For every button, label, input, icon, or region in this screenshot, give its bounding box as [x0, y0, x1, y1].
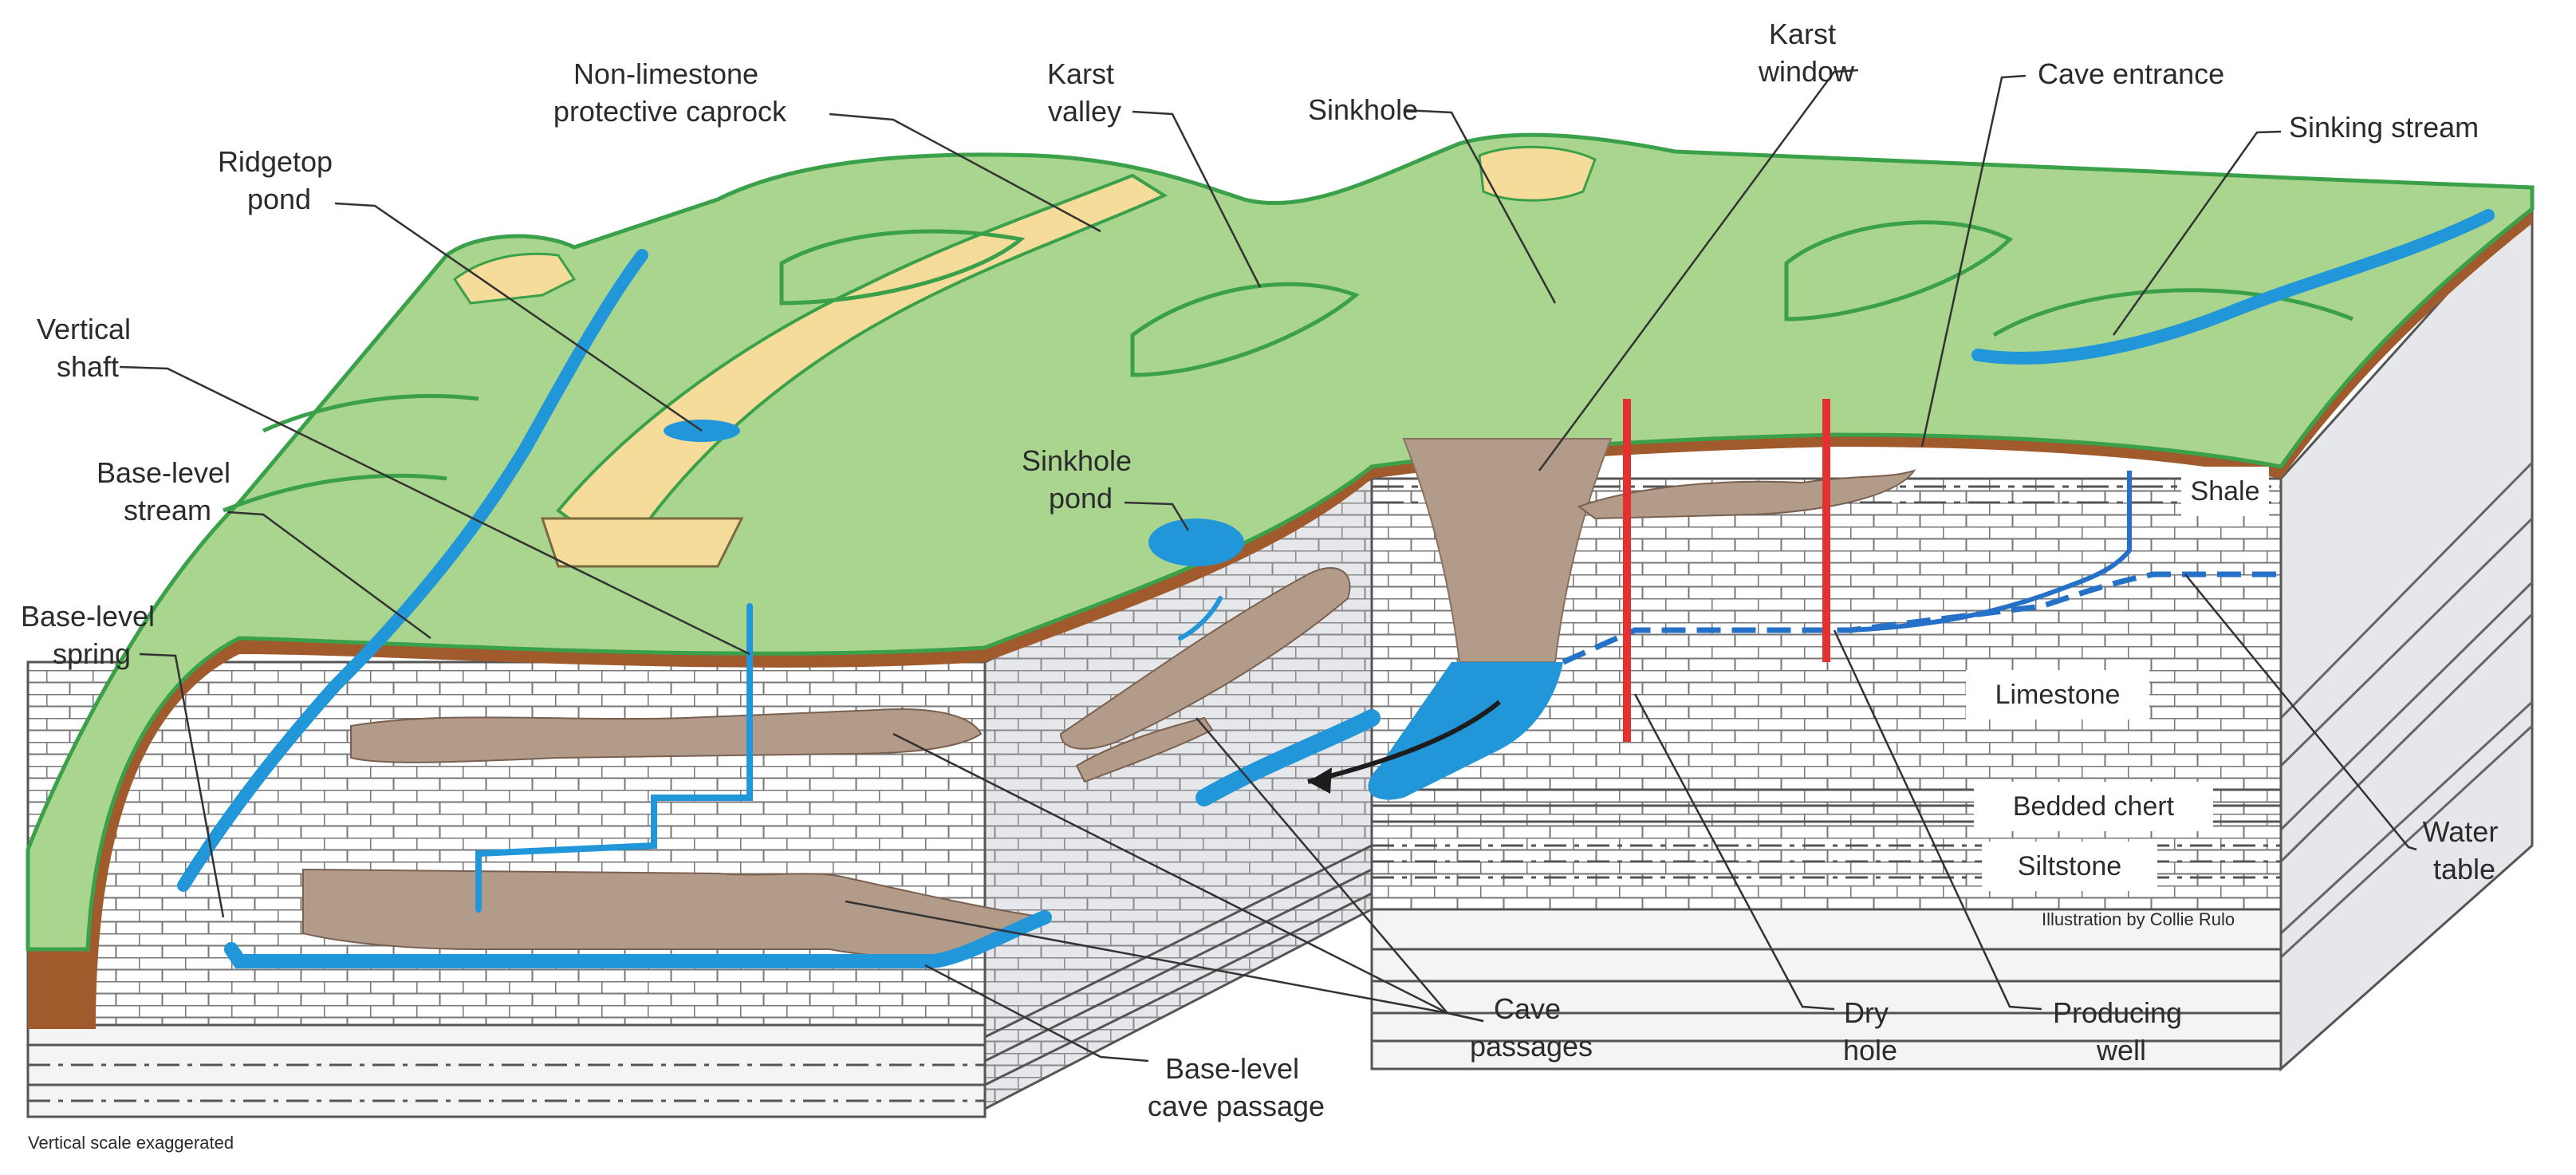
cave-passages	[302, 469, 1916, 958]
shale-label-box	[2181, 467, 2269, 516]
label-sinking-stream: Sinking stream	[2289, 111, 2479, 144]
bedded-chert-label-box	[1974, 782, 2213, 831]
ridge-caprock-outcrop	[452, 252, 577, 305]
illustration-credit: Illustration by Collie Rulo	[2042, 909, 2235, 929]
inner-cave-passage-a	[1059, 566, 1351, 750]
label-base-level-stream: Base-level stream	[97, 456, 238, 526]
right-front-lower-strata	[1370, 908, 2283, 1071]
label-dry-hole: Dry hole	[1843, 996, 1897, 1067]
side-face-strata-lines	[2279, 461, 2534, 959]
leader-lines	[119, 69, 2417, 1063]
sinking-stream-water	[1971, 209, 2495, 365]
vertical-scale-note: Vertical scale exaggerated	[28, 1133, 234, 1153]
cave-flow-arrow	[1307, 700, 1501, 784]
label-non-limestone-caprock: Non-limestone protective caprock	[553, 57, 787, 128]
shallow-conduit	[1849, 471, 2132, 633]
label-limestone: Limestone	[1995, 680, 2121, 710]
cave-streams	[224, 596, 1381, 968]
label-sinkhole: Sinkhole	[1308, 93, 1418, 126]
label-vertical-shaft: Vertical shaft	[37, 313, 139, 383]
sinkhole-mesa-caprock	[1478, 145, 1597, 202]
label-ridgetop-pond: Ridgetop pond	[218, 145, 341, 215]
limestone-label-box	[1966, 670, 2149, 720]
label-base-level-spring: Base-level spring	[21, 600, 163, 670]
label-cave-passages: Cave passages	[1470, 992, 1593, 1063]
cave-flow-arrowhead	[1308, 767, 1332, 794]
siltstone-label-box	[1982, 842, 2157, 891]
terrain-contours	[223, 220, 2353, 513]
sinkhole-pond-water	[1148, 518, 1244, 566]
label-water-table: Water table	[2423, 815, 2507, 885]
label-shale: Shale	[2191, 476, 2260, 507]
label-siltstone: Siltstone	[2018, 851, 2121, 881]
caprock-lower-outcrop	[540, 517, 744, 568]
base-level-stream-water	[177, 249, 648, 892]
label-cave-entrance: Cave entrance	[2038, 57, 2224, 90]
inner-cave-passage-b	[1075, 716, 1214, 783]
karst-window-pool	[1368, 662, 1563, 800]
left-front-lower-strata	[26, 1023, 987, 1118]
upper-cave-passage	[350, 708, 983, 763]
label-sinkhole-pond: Sinkhole pond	[1022, 444, 1140, 515]
label-producing-well: Producing well	[2053, 996, 2190, 1067]
label-base-level-cave-passage: Base-level cave passage	[1148, 1052, 1325, 1122]
label-karst-valley: Karst valley	[1047, 57, 1122, 128]
land-surface	[26, 132, 2535, 952]
label-bedded-chert: Bedded chert	[2013, 791, 2175, 822]
labels: Ridgetop pond Non-limestone protective c…	[21, 18, 2507, 1153]
label-karst-window: Karst window	[1758, 18, 1855, 88]
